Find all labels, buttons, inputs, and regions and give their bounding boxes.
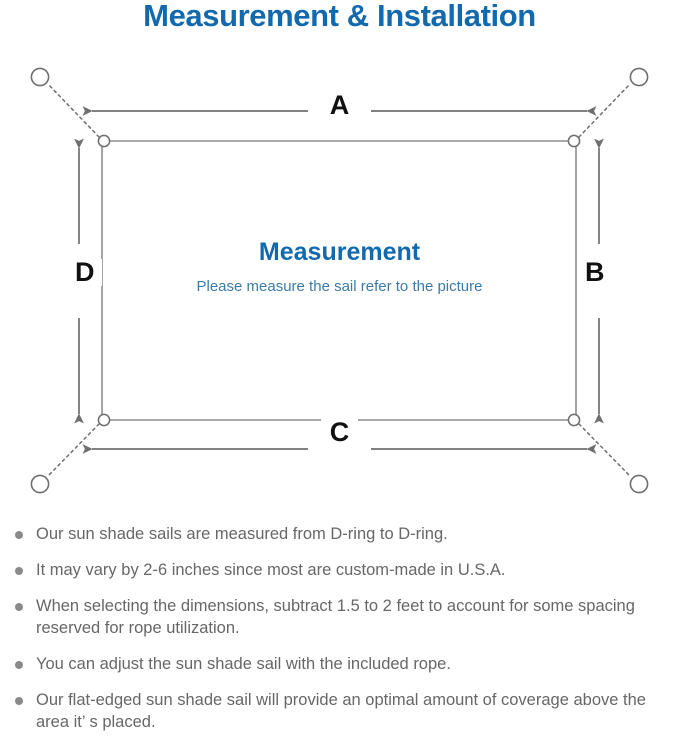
list-item: Our flat-edged sun shade sail will provi…	[10, 690, 675, 734]
bullet-icon	[15, 660, 23, 669]
note-text: It may vary by 2-6 inches since most are…	[36, 560, 506, 579]
dimension-label-b: B	[578, 259, 612, 286]
page-title: Measurement & Installation	[143, 0, 536, 33]
rope-lines	[47, 83, 631, 477]
dimension-label-a: A	[0, 90, 679, 120]
bullet-icon	[15, 566, 23, 575]
list-item: You can adjust the sun shade sail with t…	[10, 654, 675, 676]
bullet-icon	[15, 531, 23, 539]
anchor-rings	[30, 67, 649, 494]
note-text: Our sun shade sails are measured from D-…	[36, 525, 448, 543]
bullet-icon	[15, 602, 23, 611]
note-text: Our flat-edged sun shade sail will provi…	[36, 690, 646, 731]
corner-d-rings	[97, 134, 581, 427]
note-text: When selecting the dimensions, subtract …	[36, 596, 635, 637]
dimension-label-c: C	[0, 417, 679, 447]
notes-list: Our sun shade sails are measured from D-…	[10, 524, 675, 748]
sail-diagram: A C D B Measurement Please measure the s…	[0, 48, 679, 518]
list-item: It may vary by 2-6 inches since most are…	[10, 560, 675, 582]
note-text: You can adjust the sun shade sail with t…	[36, 654, 451, 673]
sail-outline	[101, 140, 577, 421]
list-item: Our sun shade sails are measured from D-…	[10, 524, 675, 546]
bullet-icon	[15, 696, 23, 705]
dimension-label-d: D	[68, 259, 102, 286]
list-item: When selecting the dimensions, subtract …	[10, 596, 675, 640]
